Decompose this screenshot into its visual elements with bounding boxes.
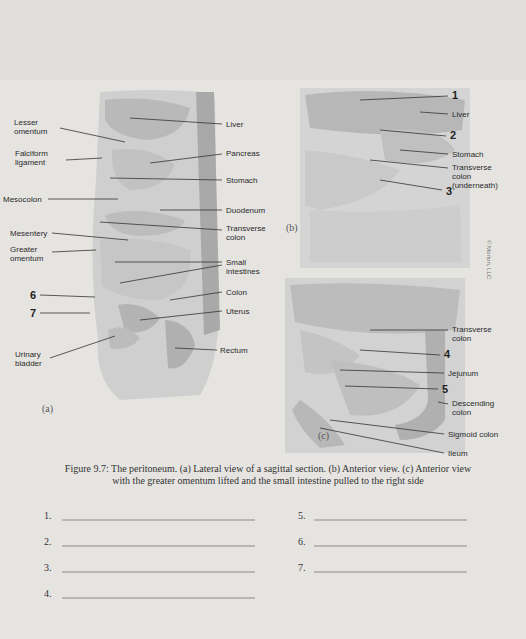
callout-number: 5 — [442, 383, 448, 395]
part-label: Pancreas — [226, 149, 260, 158]
answer-number: 2. — [44, 536, 52, 548]
callout-number: 1 — [452, 89, 458, 101]
part-label: Liver — [226, 120, 243, 129]
part-label: Liver — [452, 110, 469, 119]
part-label: Lesser omentum — [14, 118, 64, 136]
part-label: Small intestines — [226, 258, 270, 276]
answer-number: 3. — [44, 562, 52, 574]
part-label: Descending colon — [452, 399, 498, 417]
part-label: Urinary bladder — [15, 350, 61, 368]
part-label: Stomach — [452, 150, 484, 159]
part-label: Mesocolon — [3, 195, 42, 204]
part-label: Colon — [226, 288, 247, 297]
part-label: Sigmoid colon — [448, 430, 498, 439]
callout-number: 4 — [444, 348, 450, 360]
part-label: Ileum — [448, 449, 468, 458]
part-label: Greater omentum — [10, 245, 52, 263]
view-label: (b) — [286, 222, 298, 233]
answer-number: 5. — [298, 510, 306, 522]
part-label: Falciform ligament — [15, 149, 67, 167]
part-label: Transverse colon — [452, 325, 500, 343]
view-label: (a) — [42, 403, 53, 414]
callout-number: 3 — [446, 185, 452, 197]
part-label: Duodenum — [226, 206, 265, 215]
part-label: Stomach — [226, 176, 258, 185]
answer-number: 6. — [298, 536, 306, 548]
answer-number: 4. — [44, 588, 52, 600]
part-label: Transverse colon (underneath) — [452, 163, 512, 190]
part-label: Uterus — [226, 307, 250, 316]
view-label: (c) — [318, 430, 329, 441]
part-label: Jejunum — [448, 369, 478, 378]
watermark: © Morton, LLC — [485, 240, 492, 279]
part-label: Transverse colon — [226, 224, 268, 242]
answer-number: 7. — [298, 562, 306, 574]
answer-number: 1. — [44, 510, 52, 522]
callout-number: 2 — [450, 129, 456, 141]
figure-caption: Figure 9.7: The peritoneum. (a) Lateral … — [58, 463, 478, 487]
callout-number: 6 — [30, 289, 36, 301]
callout-number: 7 — [30, 307, 36, 319]
part-label: Rectum — [220, 346, 248, 355]
part-label: Mesentery — [10, 229, 47, 238]
